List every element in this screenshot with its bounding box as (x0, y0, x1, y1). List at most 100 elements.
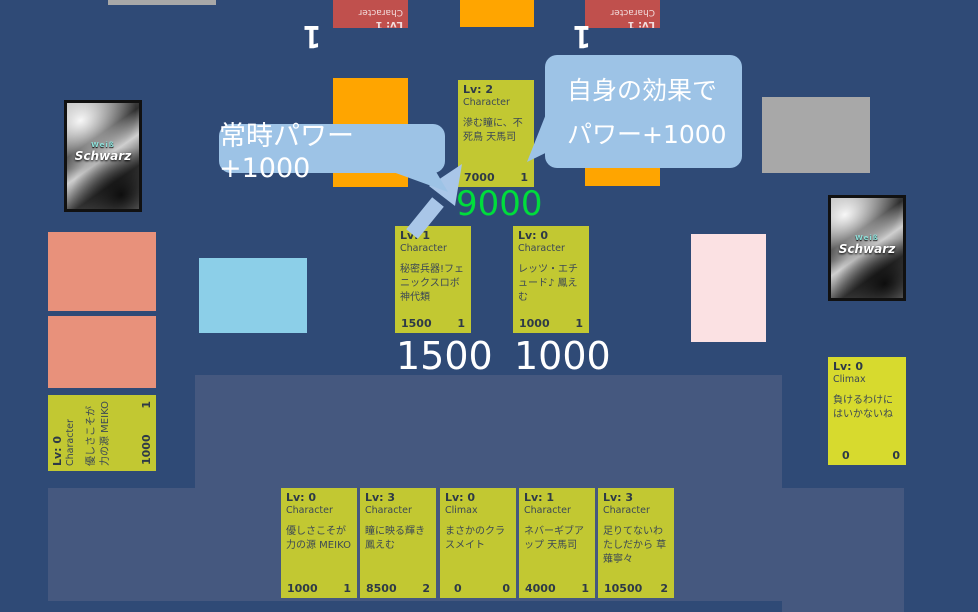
bubble-left-tail-icon (382, 168, 448, 192)
card-level: Lv: 0 (518, 229, 549, 242)
level-zone-card[interactable]: Lv: 0 Character 優しさこそが力の源 MEIKO 1000 1 (48, 395, 156, 471)
card-soul: 0 (892, 449, 900, 462)
power-total-center: 9000 (456, 184, 543, 224)
card-stats: 1000 1 (281, 582, 357, 595)
card-soul: 2 (660, 582, 668, 595)
opponent-clock-card[interactable]: Lv: 1 Character (585, 0, 660, 28)
card-power: 1000 (287, 582, 318, 595)
card-type: Character (610, 7, 655, 18)
hand-card-1[interactable]: Lv: 0 Character 優しさこそが力の源 MEIKO 1000 1 (281, 488, 357, 598)
card-back-right[interactable]: Weiß Schwarz (828, 195, 906, 301)
card-name: まさかのクラスメイト (445, 525, 505, 551)
tooltip-bubble-continuous-power: 常時パワー+1000 (219, 121, 445, 184)
card-back-left[interactable]: Weiß Schwarz (64, 100, 142, 212)
tooltip-text-line1: 自身の効果で (567, 76, 718, 105)
card-type: Character (65, 419, 77, 466)
card-power: 4000 (525, 582, 556, 595)
card-power: 10500 (604, 582, 643, 595)
weiss-logo-text: Weiß (855, 234, 879, 242)
tooltip-text: 常時パワー+1000 (219, 120, 354, 184)
card-name: 瞳に映る輝き 鳳えむ (365, 525, 425, 551)
card-stats: 7000 1 (458, 171, 534, 184)
card-level: Lv: 1 (375, 19, 403, 28)
card-back-logo: Weiß Schwarz (831, 234, 903, 256)
sky-blue-zone-rect[interactable] (199, 258, 307, 333)
gray-zone-bar-top[interactable] (108, 0, 216, 5)
pink-zone-rect[interactable] (691, 234, 766, 342)
card-name: 優しさこそが力の源 MEIKO (85, 401, 111, 466)
card-level: Lv: 0 (833, 360, 864, 373)
opponent-level-marker: 1 (303, 18, 322, 53)
card-stats: 0 0 (440, 582, 516, 595)
level-zone-card-face: Lv: 0 Character 優しさこそが力の源 MEIKO 1000 1 (48, 395, 156, 471)
card-type: Character (518, 243, 565, 255)
card-level: Lv: 1 (627, 19, 655, 28)
card-soul: 1 (457, 317, 465, 330)
card-soul: 1 (343, 582, 351, 595)
card-power: 8500 (366, 582, 397, 595)
hand-card-3[interactable]: Lv: 0 Climax まさかのクラスメイト 0 0 (440, 488, 516, 598)
card-level: Lv: 0 (51, 435, 64, 466)
stage-card-player-right[interactable]: Lv: 0 Character レッツ・エチュード♪ 鳳えむ 1000 1 (513, 226, 589, 333)
card-type: Character (358, 7, 403, 18)
opponent-clock-card[interactable]: Lv: 1 Character (333, 0, 408, 28)
card-power: 7000 (464, 171, 495, 184)
card-soul: 1 (581, 582, 589, 595)
card-soul: 0 (502, 582, 510, 595)
stage-card-opponent-center[interactable]: Lv: 2 Character 滲む瞳に、不死鳥 天馬司 7000 1 (458, 80, 534, 187)
opponent-clock-card-face: Lv: 1 Character (585, 0, 660, 29)
card-level: Lv: 2 (463, 83, 494, 96)
card-level: Lv: 0 (445, 491, 476, 504)
card-type: Climax (833, 374, 866, 386)
stage-card-player-left[interactable]: Lv: 1 Character 秘密兵器!フェニックスロボ 神代類 1500 1 (395, 226, 471, 333)
card-power: 1000 (519, 317, 550, 330)
card-name: 秘密兵器!フェニックスロボ 神代類 (400, 263, 465, 303)
card-name: 負けるわけにはいかないね (833, 394, 893, 420)
card-type: Character (286, 505, 333, 517)
card-type: Climax (445, 505, 478, 517)
card-type: Character (365, 505, 412, 517)
power-total-left: 1500 (396, 334, 493, 378)
climax-zone-card[interactable]: Lv: 0 Climax 負けるわけにはいかないね 0 0 (828, 357, 906, 465)
card-type: Character (463, 97, 510, 109)
schwarz-logo-text: Schwarz (74, 149, 132, 164)
card-soul: 2 (422, 582, 430, 595)
card-power: 1000 (140, 434, 153, 465)
card-power: 1500 (401, 317, 432, 330)
card-soul: 1 (520, 171, 528, 184)
card-name: レッツ・エチュード♪ 鳳えむ (518, 263, 578, 303)
card-soul: 1 (140, 401, 153, 409)
card-level: Lv: 3 (603, 491, 634, 504)
card-power: 0 (842, 449, 850, 462)
card-back-logo: Weiß Schwarz (67, 141, 139, 163)
power-boost-arrow-icon (406, 164, 462, 239)
gray-zone-rect[interactable] (762, 97, 870, 173)
hand-card-2[interactable]: Lv: 3 Character 瞳に映る輝き 鳳えむ 8500 2 (360, 488, 436, 598)
salmon-zone-rect-1[interactable] (48, 232, 156, 311)
card-stats: 1000 1 (140, 395, 153, 471)
card-stats: 10500 2 (598, 582, 674, 595)
orange-zone-rect-top[interactable] (460, 0, 534, 27)
hand-card-4[interactable]: Lv: 1 Character ネバーギブアップ 天馬司 4000 1 (519, 488, 595, 598)
card-stats: 1500 1 (395, 317, 471, 330)
salmon-zone-rect-2[interactable] (48, 316, 156, 388)
card-name: 優しさこそが力の源 MEIKO (286, 525, 351, 551)
card-stats: 8500 2 (360, 582, 436, 595)
stage-panel (195, 375, 782, 488)
card-type: Character (603, 505, 650, 517)
hand-card-5[interactable]: Lv: 3 Character 足りてないわたしだから 草薙寧々 10500 2 (598, 488, 674, 598)
tooltip-bubble-self-effect: 自身の効果で パワー+1000 (545, 55, 742, 168)
weiss-logo-text: Weiß (91, 141, 115, 150)
card-level: Lv: 0 (286, 491, 317, 504)
card-level: Lv: 3 (365, 491, 396, 504)
tooltip-text-line2: パワー+1000 (567, 119, 727, 149)
card-type: Character (524, 505, 571, 517)
card-power: 0 (454, 582, 462, 595)
opponent-clock-card-face: Lv: 1 Character (333, 0, 408, 29)
opponent-level-marker: 1 (573, 18, 592, 53)
card-stats: 4000 1 (519, 582, 595, 595)
card-level: Lv: 1 (524, 491, 555, 504)
card-name: ネバーギブアップ 天馬司 (524, 525, 584, 551)
card-stats: 1000 1 (513, 317, 589, 330)
